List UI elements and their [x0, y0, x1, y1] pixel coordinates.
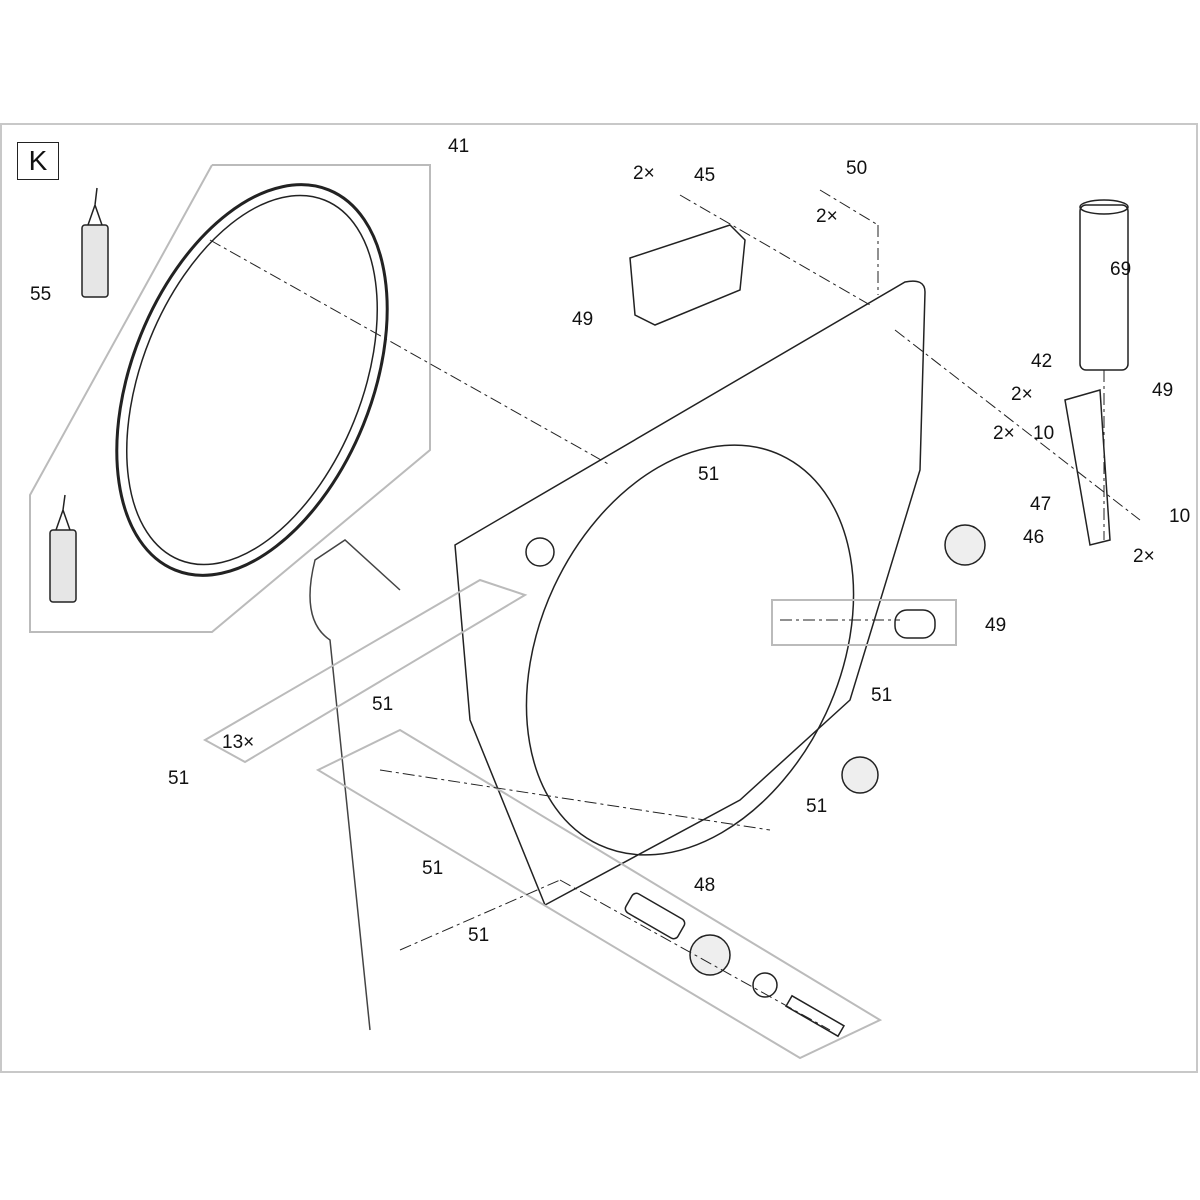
callout-49-holder: 49 — [1152, 380, 1174, 401]
callout-42-qty: 2× — [1011, 384, 1033, 405]
door-panel — [454, 280, 926, 907]
callout-51: 51 — [468, 925, 490, 946]
tube-69 — [1079, 204, 1129, 371]
callout-51: 51 — [422, 858, 444, 879]
bracket-49 — [629, 224, 746, 326]
inset-box-48 — [315, 728, 883, 1060]
callout-46: 46 — [1023, 527, 1045, 548]
callout-51: 51 — [168, 768, 190, 789]
gasket-ring — [115, 183, 389, 577]
callout-50-qty: 2× — [816, 206, 838, 227]
sealant-tube-icon — [81, 187, 109, 298]
panel-opening — [525, 444, 855, 856]
section-letter-box: K — [17, 142, 59, 180]
callout-55: 55 — [30, 284, 52, 305]
callout-42: 42 — [1031, 351, 1053, 372]
callout-69: 69 — [1110, 259, 1132, 280]
callout-10b: 10 — [1169, 506, 1191, 527]
callout-49-sensor: 49 — [985, 615, 1007, 636]
callout-13x: 13× — [222, 732, 255, 753]
callout-51: 51 — [372, 694, 394, 715]
callout-41: 41 — [448, 136, 470, 157]
callout-51: 51 — [871, 685, 893, 706]
callout-45-qty: 2× — [633, 163, 655, 184]
inset-box-49 — [771, 599, 957, 646]
inset-box-13x — [202, 578, 528, 764]
callout-10-qty: 2× — [993, 423, 1015, 444]
diagram-frame — [0, 123, 1198, 1073]
inset-box-41 — [29, 164, 431, 633]
callout-50: 50 — [846, 158, 868, 179]
callout-48: 48 — [694, 875, 716, 896]
callout-49-bracket: 49 — [572, 309, 594, 330]
callout-47: 47 — [1030, 494, 1052, 515]
callout-10: 10 — [1033, 423, 1055, 444]
sealant-tube-icon — [49, 494, 77, 603]
callout-51: 51 — [806, 796, 828, 817]
callout-45: 45 — [694, 165, 716, 186]
callout-10b-qty: 2× — [1133, 546, 1155, 567]
callout-51: 51 — [698, 464, 720, 485]
